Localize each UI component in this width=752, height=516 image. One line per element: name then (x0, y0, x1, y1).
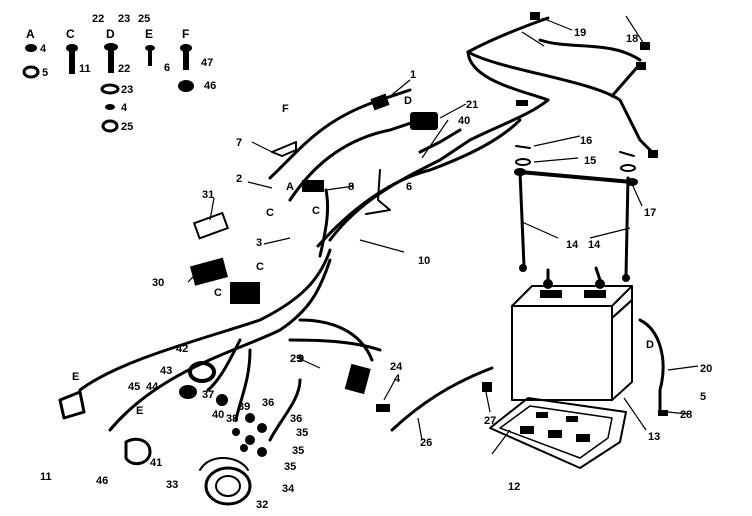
letter-mark: E (136, 405, 143, 417)
callout-number: 12 (508, 481, 520, 493)
callout-number: 21 (466, 99, 478, 111)
battery-tray-drawing (489, 397, 627, 469)
callout-number: 15 (584, 155, 596, 167)
letter-mark: C (312, 205, 320, 217)
letter-mark: C (266, 207, 274, 219)
callout-number: 29 (290, 353, 302, 365)
callout-number: 40 (458, 115, 470, 127)
callout-number: 17 (644, 207, 656, 219)
letter-mark: C (214, 287, 222, 299)
callout-number: 32 (256, 499, 268, 511)
callout-number: 16 (580, 135, 592, 147)
legend-num: 25 (121, 121, 133, 133)
legend-num: 4 (40, 43, 47, 55)
letter-mark: E (72, 371, 79, 383)
callout-number: 44 (146, 381, 159, 393)
callout-number: 35 (284, 461, 296, 473)
bolt-icon (104, 43, 118, 73)
callout-number: 27 (484, 415, 496, 427)
callout-number: 7 (236, 137, 242, 149)
callout-number: 19 (574, 27, 586, 39)
letter-mark: D (646, 339, 654, 351)
screw-icon (66, 44, 78, 74)
callout-number: 3 (256, 237, 262, 249)
callout-number: 45 (128, 381, 140, 393)
letter-mark: F (282, 103, 289, 115)
callout-number: 11 (40, 471, 52, 483)
legend-num: 6 (164, 62, 170, 74)
nut-icon (101, 119, 119, 133)
nut-icon (22, 65, 40, 79)
callout-number: 41 (150, 457, 162, 469)
callout-number: 33 (166, 479, 178, 491)
callout-number: 30 (152, 277, 164, 289)
legend-num: 47 (201, 57, 213, 69)
callout-number: 14 (588, 239, 601, 251)
screw-icon (145, 45, 155, 66)
callout-number: 5 (700, 391, 706, 403)
callout-number: 1 (410, 69, 416, 81)
legend-key-f: F (182, 27, 189, 41)
hold-down-drawing (514, 145, 638, 282)
callout-number: 6 (406, 181, 412, 193)
letter-mark: D (404, 95, 412, 107)
legend-num: 46 (204, 80, 216, 92)
washer-icon (100, 83, 120, 95)
callout-number: 8 (348, 181, 354, 193)
legend-num: 23 (121, 84, 133, 96)
washer-icon (25, 44, 37, 52)
callout-number: 42 (176, 343, 188, 355)
callout-number: 40 (212, 409, 224, 421)
callout-number: 14 (566, 239, 579, 251)
legend-num: 22 (118, 63, 130, 75)
callout-number: 37 (202, 389, 214, 401)
callout-number: 28 (680, 409, 692, 421)
callout-number: 34 (282, 483, 295, 495)
legend-num: 11 (79, 63, 91, 75)
lockwasher-icon (105, 104, 115, 110)
legend-key-d: D (106, 27, 115, 41)
callout-number: 23 (118, 13, 130, 25)
battery-drawing (511, 266, 633, 401)
callout-number: 36 (290, 413, 302, 425)
callout-number: 20 (700, 363, 712, 375)
components (58, 12, 668, 506)
callout-number: 4 (394, 373, 401, 385)
leader-lines (187, 15, 699, 455)
legend-num: 5 (42, 67, 48, 79)
letter-mark: A (286, 181, 294, 193)
callout-number: 25 (138, 13, 150, 25)
letter-mark: C (256, 261, 264, 273)
callout-number: 39 (238, 401, 250, 413)
legend-num: 4 (121, 102, 128, 114)
callout-number: 35 (296, 427, 308, 439)
hardware-legend: A 4 5 C 11 D 22 23 4 25 E 6 F (22, 27, 216, 133)
legend-key-a: A (26, 27, 35, 41)
callout-number: 38 (226, 413, 238, 425)
callout-number: 18 (626, 33, 638, 45)
callout-number: 24 (390, 361, 403, 373)
callout-number: 46 (96, 475, 108, 487)
nut-icon (178, 80, 194, 92)
callout-number: 31 (202, 189, 214, 201)
callout-number: 35 (292, 445, 304, 457)
callout-number: 43 (160, 365, 172, 377)
callout-number: 9 (298, 353, 304, 365)
callout-number: 26 (420, 437, 432, 449)
callout-number: 22 (92, 13, 104, 25)
callout-number: 13 (648, 431, 660, 443)
callout-number: 2 (236, 173, 242, 185)
callout-number: 36 (262, 397, 274, 409)
part-callouts: 1 2 3 4 5 6 7 8 9 10 11 12 13 14 14 15 1… (40, 13, 712, 511)
callout-number: 10 (418, 255, 430, 267)
legend-key-e: E (145, 27, 153, 41)
bolt-icon (180, 44, 192, 70)
letter-marks: F D A C C C C D E E (72, 95, 654, 417)
legend-key-c: C (66, 27, 75, 41)
